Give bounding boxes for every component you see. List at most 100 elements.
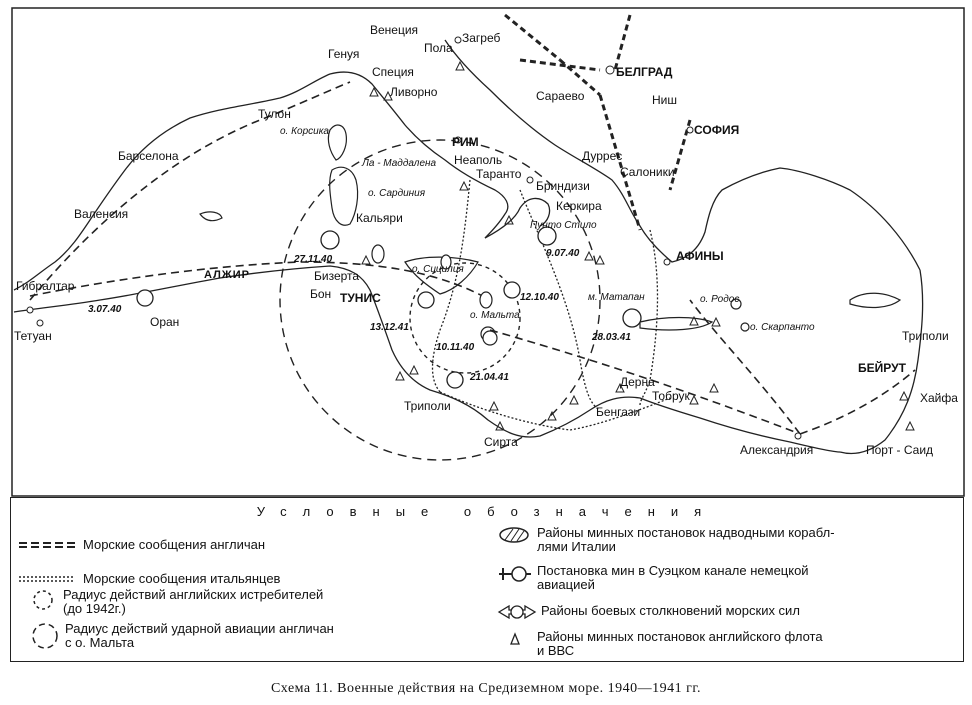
fighter-radius-symbol bbox=[33, 590, 53, 610]
city-label-taranto: Таранто bbox=[476, 167, 522, 181]
german-advance-arrows bbox=[504, 13, 692, 231]
legend-text: Морские сообщения итальянцев bbox=[83, 571, 281, 586]
legend-text: Постановка мин в Суэцком канале немецкой… bbox=[537, 563, 809, 592]
event-date-label: 28.03.41 bbox=[591, 332, 631, 343]
naval-battle-markers bbox=[136, 226, 642, 389]
mine-triangle bbox=[689, 394, 699, 405]
italian-mines-symbol bbox=[499, 527, 529, 543]
crete-shape bbox=[639, 316, 714, 331]
figure-caption: Схема 11. Военные действия на Средиземно… bbox=[270, 681, 702, 696]
suez-mines-symbol bbox=[499, 566, 531, 582]
event-labels: 27.11.40 9.07.40 3.07.40 12.10.40 13.12.… bbox=[88, 248, 631, 383]
city-label-zagreb: Загреб bbox=[462, 31, 501, 45]
italian-route-naples-tripoli bbox=[431, 179, 471, 393]
city-label-beirut: БЕЙРУТ bbox=[858, 360, 907, 375]
mine-triangle bbox=[489, 400, 499, 411]
island-label-sardinia: о. Сардиния bbox=[368, 188, 426, 199]
mine-triangle bbox=[689, 315, 699, 326]
city-label-derna: Дерна bbox=[620, 375, 655, 389]
mine-triangle bbox=[615, 382, 625, 393]
island-labels: о. Корсика Ла - Маддалена о. Сардиния о.… bbox=[280, 126, 815, 333]
legend-text: Районы боевых столкновений морских сил bbox=[541, 603, 800, 618]
british-mine-markers bbox=[361, 60, 915, 431]
city-label-pola: Пола bbox=[424, 41, 453, 55]
city-label-barcelona: Барселона bbox=[118, 149, 179, 163]
italian-route-taranto-benghazi bbox=[519, 189, 601, 411]
cyprus-shape bbox=[849, 292, 902, 309]
legend-item-italian-mines: Районы минных постановок надводными кора… bbox=[497, 526, 957, 558]
battle-marker bbox=[503, 281, 521, 299]
city-label-cagliari: Кальяри bbox=[356, 211, 403, 225]
british-route-alex-north bbox=[689, 299, 801, 435]
city-label-sirte: Сирта bbox=[484, 435, 518, 449]
islands-shapes bbox=[199, 124, 902, 342]
british-route-gib-toulon bbox=[29, 81, 351, 301]
mine-triangle bbox=[459, 180, 469, 191]
legend-item-italian-routes: Морские сообщения итальянцев bbox=[17, 572, 467, 588]
mine-triangle bbox=[369, 86, 379, 97]
mine-triangle bbox=[595, 254, 605, 265]
sea-routes bbox=[29, 81, 916, 435]
city-label-sofia: СОФИЯ bbox=[694, 123, 739, 137]
event-date-label: 21.04.41 bbox=[469, 372, 509, 383]
city-dot bbox=[794, 432, 802, 440]
event-date-label: 27.11.40 bbox=[293, 254, 333, 265]
city-label-naples: Неаполь bbox=[454, 153, 502, 167]
italian-mine-area bbox=[440, 254, 452, 270]
legend-text: Морские сообщения англичан bbox=[83, 537, 266, 552]
advance-arrow-1 bbox=[504, 13, 561, 62]
city-label-tripoli: Триполи bbox=[404, 399, 451, 413]
british-route-malta-alex bbox=[489, 329, 801, 435]
battle-marker bbox=[417, 291, 435, 309]
city-label-spezia: Специя bbox=[372, 65, 414, 79]
battle-marker bbox=[622, 308, 642, 328]
british-routes-symbol bbox=[19, 542, 75, 548]
cape-label-punta-stilo: Пунто Стило bbox=[530, 220, 597, 231]
british-mines-symbol bbox=[510, 632, 520, 645]
cape-label-matapan: м. Матапан bbox=[588, 292, 645, 303]
advance-arrow-6 bbox=[519, 58, 601, 72]
island-label-rhodes: о. Родос bbox=[700, 294, 739, 305]
city-label-nish: Ниш bbox=[652, 93, 677, 107]
event-date-label: 3.07.40 bbox=[88, 304, 122, 315]
city-label-belgrade: БЕЛГРАД bbox=[616, 65, 673, 79]
city-label-alexandria: Александрия bbox=[740, 443, 813, 457]
sicily-shape bbox=[404, 256, 479, 295]
city-dot bbox=[526, 176, 534, 184]
mine-triangle bbox=[547, 410, 557, 421]
city-dot bbox=[26, 306, 34, 314]
europe-coast bbox=[13, 71, 509, 291]
balearic-shape bbox=[199, 211, 223, 222]
mine-triangle bbox=[899, 390, 909, 401]
city-label-gibraltar: Гибралтар bbox=[16, 279, 75, 293]
mine-triangle bbox=[395, 370, 405, 381]
city-label-toulon: Тулон bbox=[258, 107, 291, 121]
country-label-algeria: АЛЖИР bbox=[204, 269, 250, 281]
advance-arrow-5 bbox=[668, 119, 692, 191]
legend-text: Радиус действий английских истребителей … bbox=[63, 587, 324, 616]
mediterranean-map: Венеция Генуя Пола Загреб БЕЛГРАД Специя… bbox=[11, 7, 965, 497]
city-label-tobruk: Тобрук bbox=[652, 389, 690, 403]
city-label-tunis: ТУНИС bbox=[340, 291, 381, 305]
advance-arrow-4 bbox=[598, 94, 642, 231]
battle-marker bbox=[320, 230, 340, 250]
map-frame bbox=[11, 7, 965, 497]
island-label-sicily: о. Сицилия bbox=[412, 264, 464, 275]
sardinia-shape bbox=[329, 166, 359, 226]
naval-battles-symbol bbox=[497, 604, 537, 620]
africa-coast bbox=[13, 265, 841, 453]
fighter-radius-circle bbox=[409, 262, 521, 374]
corsica-shape bbox=[327, 124, 347, 161]
rhodes-shape bbox=[730, 298, 742, 310]
italian-routes-symbol bbox=[19, 576, 75, 582]
mine-triangle bbox=[709, 382, 719, 393]
city-dot bbox=[605, 65, 615, 75]
battle-marker bbox=[136, 289, 154, 307]
city-label-benghazi: Бенгази bbox=[596, 405, 640, 419]
italian-mine-area bbox=[479, 291, 493, 309]
event-date-label: 13.12.41 bbox=[370, 322, 409, 333]
city-label-sarajevo: Сараево bbox=[536, 89, 585, 103]
legend-item-bomber-radius: Радиус действий ударной авиации англичан… bbox=[31, 622, 471, 654]
mine-triangle bbox=[504, 214, 514, 225]
legend-item-british-mines: Районы минных постановок английского фло… bbox=[497, 630, 957, 662]
